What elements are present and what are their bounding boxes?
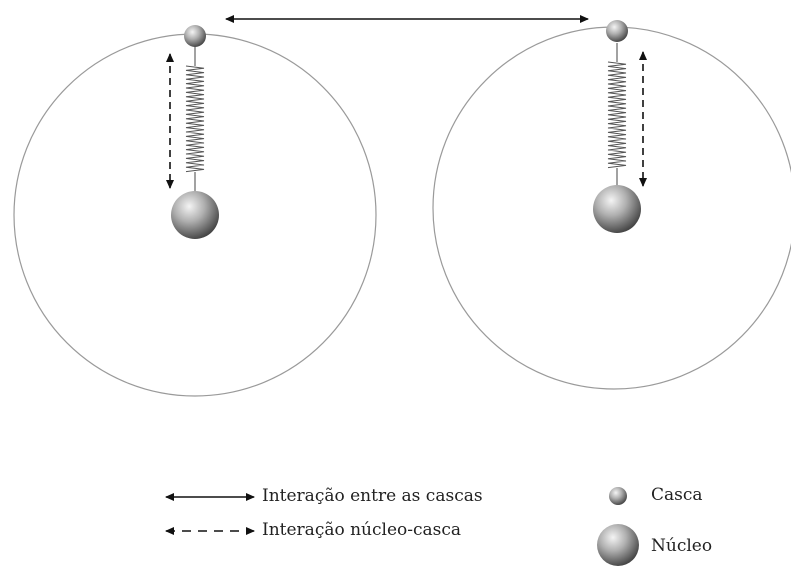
legend-shell-interaction-label: Interação entre as cascas	[262, 486, 483, 506]
right-spring	[607, 61, 627, 169]
legend-core-shell-interaction-label: Interação núcleo-casca	[262, 520, 462, 540]
right-shell-sphere	[606, 20, 628, 42]
left-spring	[185, 65, 205, 173]
legend-core-sphere	[597, 524, 639, 566]
legend-shell-label: Casca	[651, 485, 703, 505]
right-core-sphere	[593, 185, 641, 233]
legend-shell-sphere	[609, 487, 627, 505]
left-core-sphere	[171, 191, 219, 239]
left-shell-sphere	[184, 25, 206, 47]
legend-core-label: Núcleo	[651, 536, 713, 556]
